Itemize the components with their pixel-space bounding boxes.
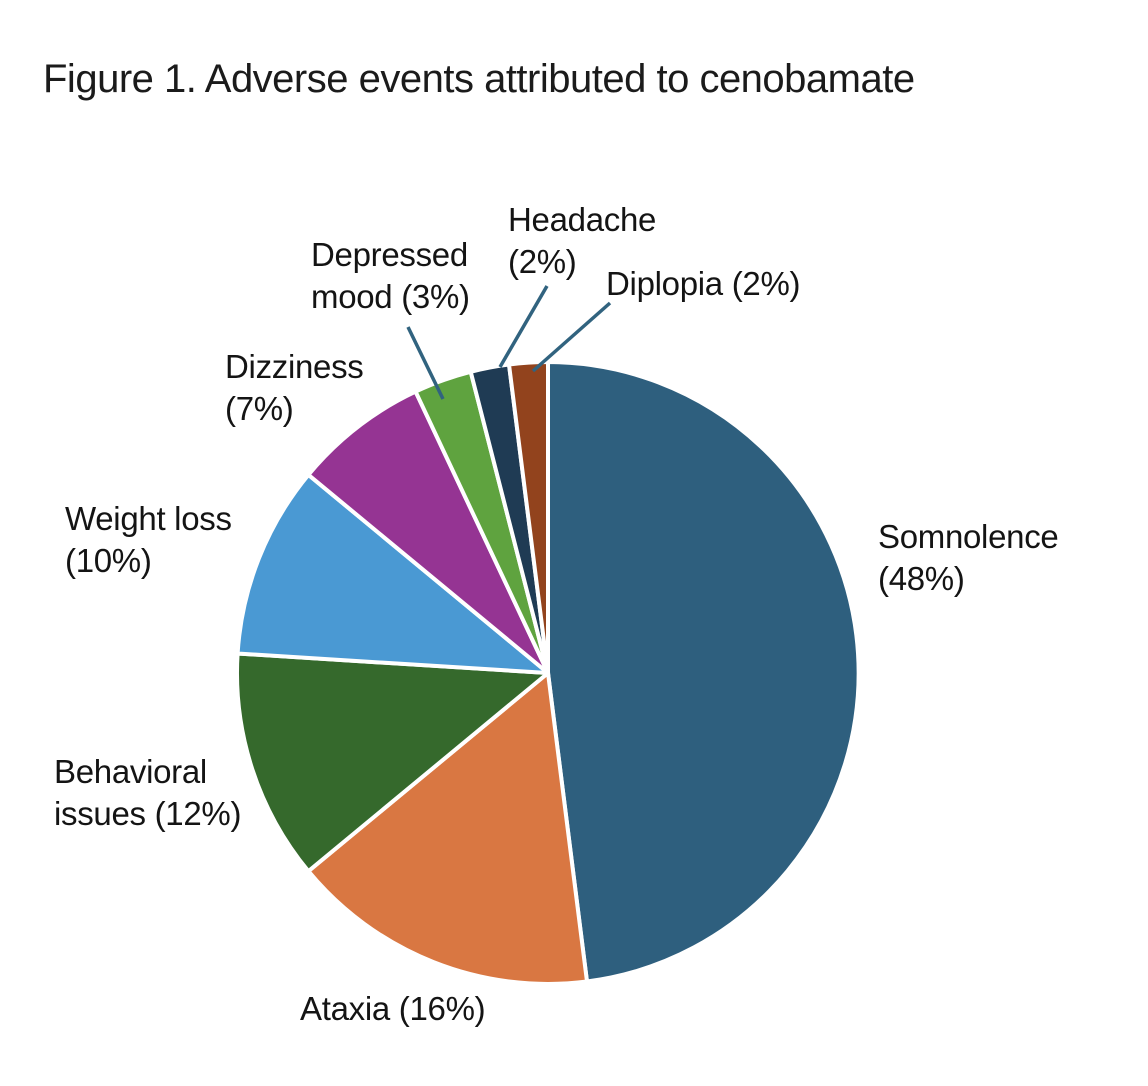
- pie-slice-diplopia: [507, 360, 550, 675]
- slice-label-headache: Headache (2%): [508, 201, 657, 280]
- leader-line-diplopia: [531, 301, 612, 373]
- leader-lines: [406, 285, 612, 400]
- leader-line-depressed-mood: [406, 326, 445, 400]
- slice-label-somnolence: Somnolence (48%): [878, 518, 1059, 597]
- slice-label-behavioral-issues: Behavioral issues (12%): [54, 753, 242, 832]
- slice-label-weight-loss: Weight loss (10%): [65, 500, 232, 579]
- pie-slices: [235, 360, 861, 986]
- figure-title: Figure 1. Adverse events attributed to c…: [43, 57, 915, 101]
- pie-slice-dizziness: [306, 389, 550, 675]
- pie-slice-ataxia: [306, 671, 589, 986]
- pie-slice-weight-loss: [235, 472, 550, 675]
- slice-label-diplopia: Diplopia (2%): [606, 265, 801, 302]
- pie-slice-behavioral-issues: [235, 651, 550, 874]
- leader-line-headache: [498, 285, 549, 368]
- pie-slice-somnolence: [546, 360, 861, 984]
- slice-label-depressed-mood: Depressed mood (3%): [311, 236, 470, 315]
- slice-label-dizziness: Dizziness (7%): [225, 348, 364, 427]
- slice-label-ataxia: Ataxia (16%): [300, 990, 486, 1027]
